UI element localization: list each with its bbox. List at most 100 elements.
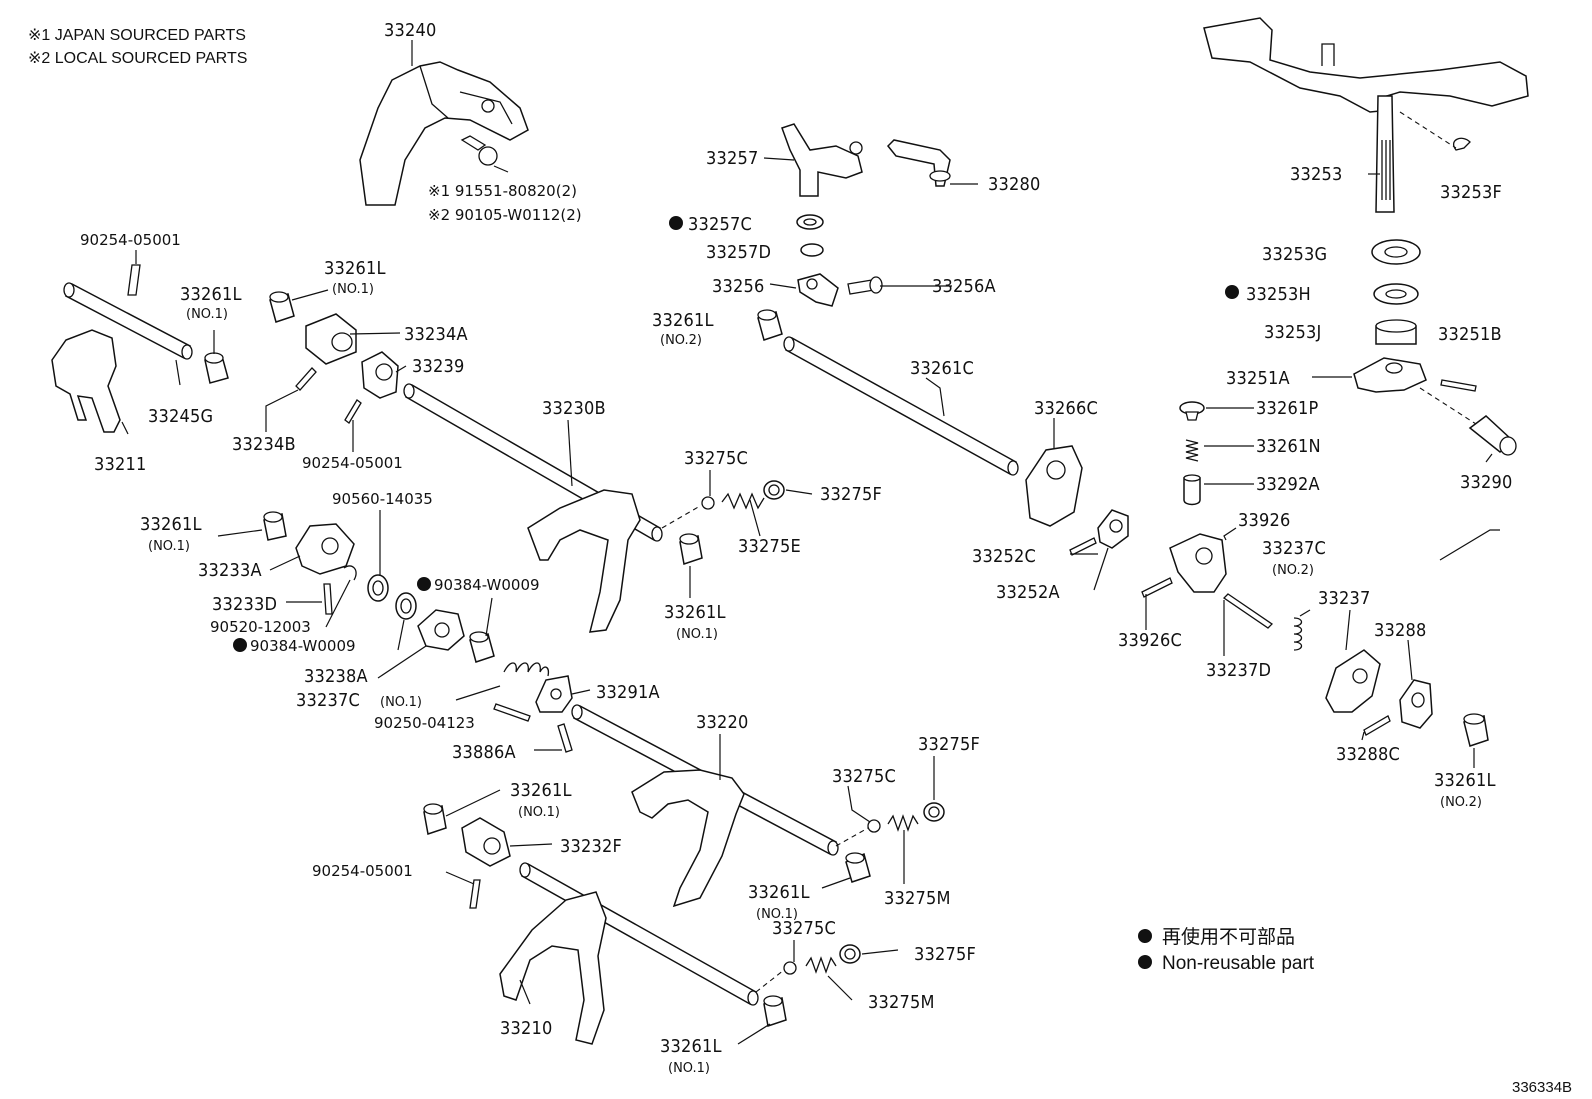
label-33232F: 33232F (560, 836, 622, 857)
label-33261L-a-sub: (NO.1) (186, 307, 228, 322)
part-clip-90520 (343, 565, 357, 581)
label-33926C: 33926C (1118, 630, 1182, 651)
part-ring-33261L-h (845, 852, 871, 883)
label-33261L-e-sub: (NO.1) (148, 539, 190, 554)
legend-text-japanese: 再使用不可部品 (1162, 926, 1295, 948)
part-33230B-shaft-fork (403, 383, 663, 633)
label-33261L-d-sub: (NO.1) (676, 627, 718, 642)
label-33210: 33210 (500, 1018, 553, 1039)
note-japan-sourced: ※1 JAPAN SOURCED PARTS (28, 27, 246, 44)
label-90560: 90560-14035 (332, 490, 433, 508)
part-spring-33261N (1185, 439, 1199, 462)
label-33261L-h: 33261L (748, 882, 810, 903)
label-33257C: 33257C (688, 214, 752, 235)
label-33237: 33237 (1318, 588, 1371, 609)
part-ring-33261L-b (269, 291, 295, 323)
part-33926-block (1169, 533, 1227, 593)
label-33261L-g: 33261L (510, 780, 572, 801)
label-33237C-a-sub: (NO.1) (380, 695, 422, 710)
note-local-sourced: ※2 LOCAL SOURCED PARTS (28, 50, 247, 67)
label-33275C-b: 33275C (832, 766, 896, 787)
label-33234A: 33234A (404, 324, 468, 345)
part-plug-33275F-b (923, 802, 945, 822)
label-90254-b: 90254-05001 (302, 454, 403, 472)
legend-bullet-2 (1138, 955, 1152, 969)
part-pin-33252C (1069, 537, 1097, 556)
label-33237D: 33237D (1206, 660, 1271, 681)
leader-lines (121, 40, 1500, 1045)
label-33275E: 33275E (738, 536, 801, 557)
label-33251A: 33251A (1226, 368, 1290, 389)
nonreusable-marker-33257C (669, 216, 683, 230)
part-ring-33261L-g (423, 803, 447, 835)
label-90520: 90520-12003 (210, 618, 311, 636)
label-33261L-i-sub: (NO.1) (668, 1061, 710, 1076)
part-33238A-block (417, 609, 465, 651)
part-33237-block (1325, 649, 1381, 713)
part-33257-lever (781, 123, 863, 197)
part-washer-33257D (800, 243, 824, 257)
part-bolt-33261P (1179, 401, 1205, 421)
label-33261P: 33261P (1256, 398, 1319, 419)
part-spring-33237C-a (503, 662, 550, 677)
part-ring-33261L-c (757, 309, 783, 341)
part-pin-90254-a (127, 264, 141, 296)
part-33261C-shaft (783, 336, 1019, 476)
legend-bullet-1 (1138, 929, 1152, 943)
label-33275F-b: 33275F (918, 734, 980, 755)
label-33261L-i: 33261L (660, 1036, 722, 1057)
label-33245G: 33245G (148, 406, 213, 427)
label-33253: 33253 (1290, 164, 1343, 185)
part-spring-33275E (721, 492, 765, 510)
label-33275C-c: 33275C (772, 918, 836, 939)
label-33261L-c-sub: (NO.2) (660, 333, 702, 348)
label-33291A: 33291A (596, 682, 660, 703)
label-33261L-c: 33261L (652, 310, 714, 331)
part-ball-33275C-a (701, 496, 715, 510)
label-33275M-b: 33275M (868, 992, 935, 1013)
label-33261C: 33261C (910, 358, 974, 379)
label-33292A: 33292A (1256, 474, 1320, 495)
part-33210-shaft-fork (499, 862, 759, 1045)
label-33261L-a: 33261L (180, 284, 242, 305)
part-washer-90384-b (469, 631, 495, 663)
part-33234A-block (305, 313, 357, 365)
label-33253F: 33253F (1440, 182, 1502, 203)
part-33251A-block (1353, 357, 1427, 393)
label-33240: 33240 (384, 20, 437, 41)
label-33237C-b-sub: (NO.2) (1272, 563, 1314, 578)
label-33275F-c: 33275F (914, 944, 976, 965)
part-washer-90384-a (395, 592, 417, 620)
part-pin-33886A (557, 723, 573, 753)
label-33261L-b: 33261L (324, 258, 386, 279)
part-33240-bracket (359, 61, 529, 206)
label-33252C: 33252C (972, 546, 1036, 567)
label-33253J: 33253J (1264, 322, 1321, 343)
label-90384-a: 90384-W0009 (434, 576, 540, 594)
part-labels: 33240 ※1 91551-80820(2) ※2 90105-W0112(2… (80, 20, 1512, 1076)
part-pin-33251B (1440, 379, 1477, 392)
label-91551: ※1 91551-80820(2) (428, 182, 577, 200)
label-33252A: 33252A (996, 582, 1060, 603)
part-ring-33253H (1373, 283, 1419, 305)
part-spring-33275M-a (887, 814, 919, 832)
part-washer-33257C (796, 214, 824, 230)
part-spring-33275M-b (805, 956, 837, 974)
part-pin-33926C (1141, 577, 1173, 598)
part-33291A-block (535, 675, 573, 713)
label-33275F-a: 33275F (820, 484, 882, 505)
part-33245G-shaft (63, 282, 193, 360)
label-33256: 33256 (712, 276, 765, 297)
part-33252A-block (1097, 509, 1129, 549)
part-ring-33253J (1375, 319, 1417, 345)
part-pin-90254-c (469, 879, 481, 909)
label-33886A: 33886A (452, 742, 516, 763)
dashed-alignment-lines (661, 111, 1477, 993)
label-33211: 33211 (94, 454, 147, 475)
part-ring-33253G (1371, 239, 1421, 265)
label-33288C: 33288C (1336, 744, 1400, 765)
label-90254-a: 90254-05001 (80, 231, 181, 249)
part-clip-33253F (1453, 137, 1471, 151)
label-33275C-a: 33275C (684, 448, 748, 469)
label-90384-b: 90384-W0009 (250, 637, 356, 655)
